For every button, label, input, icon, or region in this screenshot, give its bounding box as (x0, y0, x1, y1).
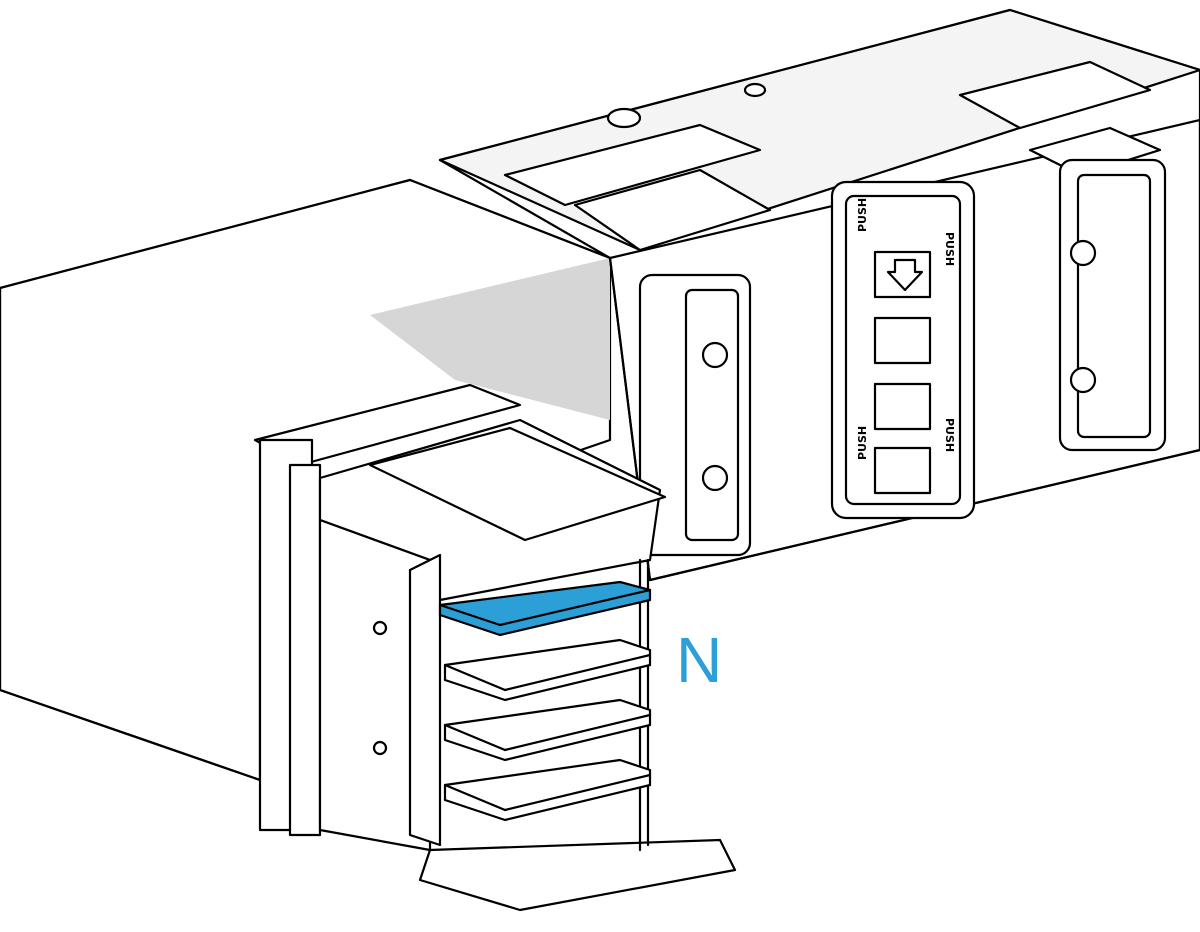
push-label: PUSH (856, 198, 869, 232)
neutral-label: N (676, 624, 723, 696)
right-housing (438, 8, 1200, 582)
phase-box (253, 383, 737, 912)
busbar-2 (443, 638, 652, 702)
push-label: PUSH (943, 232, 956, 266)
busbars (438, 580, 652, 822)
push-label: PUSH (943, 418, 956, 452)
busbar-4 (443, 758, 652, 822)
busbar-3 (443, 698, 652, 762)
push-label: PUSH (856, 426, 869, 460)
